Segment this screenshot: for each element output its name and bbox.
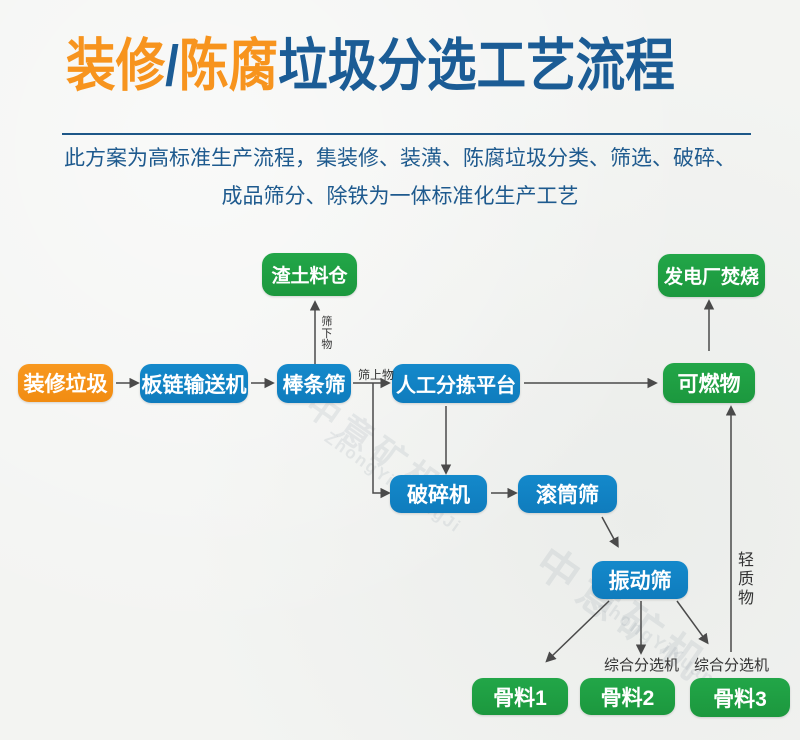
subtitle: 此方案为高标准生产流程，集装修、装潢、陈腐垃圾分类、筛选、破碎、成品筛分、除铁为… [0,140,800,216]
title-slash: / [165,34,179,98]
title-part-aged: 陈腐 [178,34,279,98]
page-title: 装修/陈腐垃圾分选工艺流程 [66,30,675,102]
node-vibrating-screen: 振动筛 [592,561,688,599]
subtitle-line-2: 成品筛分、除铁为一体标准化生产工艺 [221,185,579,208]
node-slag-silo: 渣土料仓 [262,253,357,296]
node-combustibles: 可燃物 [663,363,755,403]
node-aggregate-2: 骨料2 [580,678,675,715]
edge-barscreen-to-crusher [372,383,391,499]
node-plate-chain-conveyor: 板链输送机 [140,364,248,403]
node-bar-screen: 棒条筛 [277,364,351,403]
header-divider [62,133,751,135]
title-part-renovation: 装修 [66,34,166,98]
edge-vibrating-to-aggregate1 [545,600,610,663]
node-aggregate-1: 骨料1 [472,678,568,715]
node-crusher: 破碎机 [390,475,487,513]
label-light-material: 轻质物 [737,552,754,607]
title-part-process: 垃圾分选工艺流程 [278,34,675,98]
label-screen-underflow: 筛下物 [321,316,333,351]
label-combined-separator-2: 综合分选机 [694,657,770,674]
edge-vibrating-to-aggregate3 [676,600,709,645]
node-trommel-screen: 滚筒筛 [518,475,617,513]
label-combined-separator-1: 综合分选机 [604,657,680,674]
node-aggregate-3: 骨料3 [690,678,790,717]
node-incineration-plant: 发电厂焚烧 [658,254,765,297]
node-manual-sorting-platform: 人工分拣平台 [392,364,520,403]
label-screen-overflow: 筛上物 [358,368,395,382]
node-renovation-waste: 装修垃圾 [18,364,113,402]
subtitle-line-1: 此方案为高标准生产流程，集装修、装潢、陈腐垃圾分类、筛选、破碎、 [64,147,736,170]
edge-trommel-to-vibrating [601,516,619,548]
